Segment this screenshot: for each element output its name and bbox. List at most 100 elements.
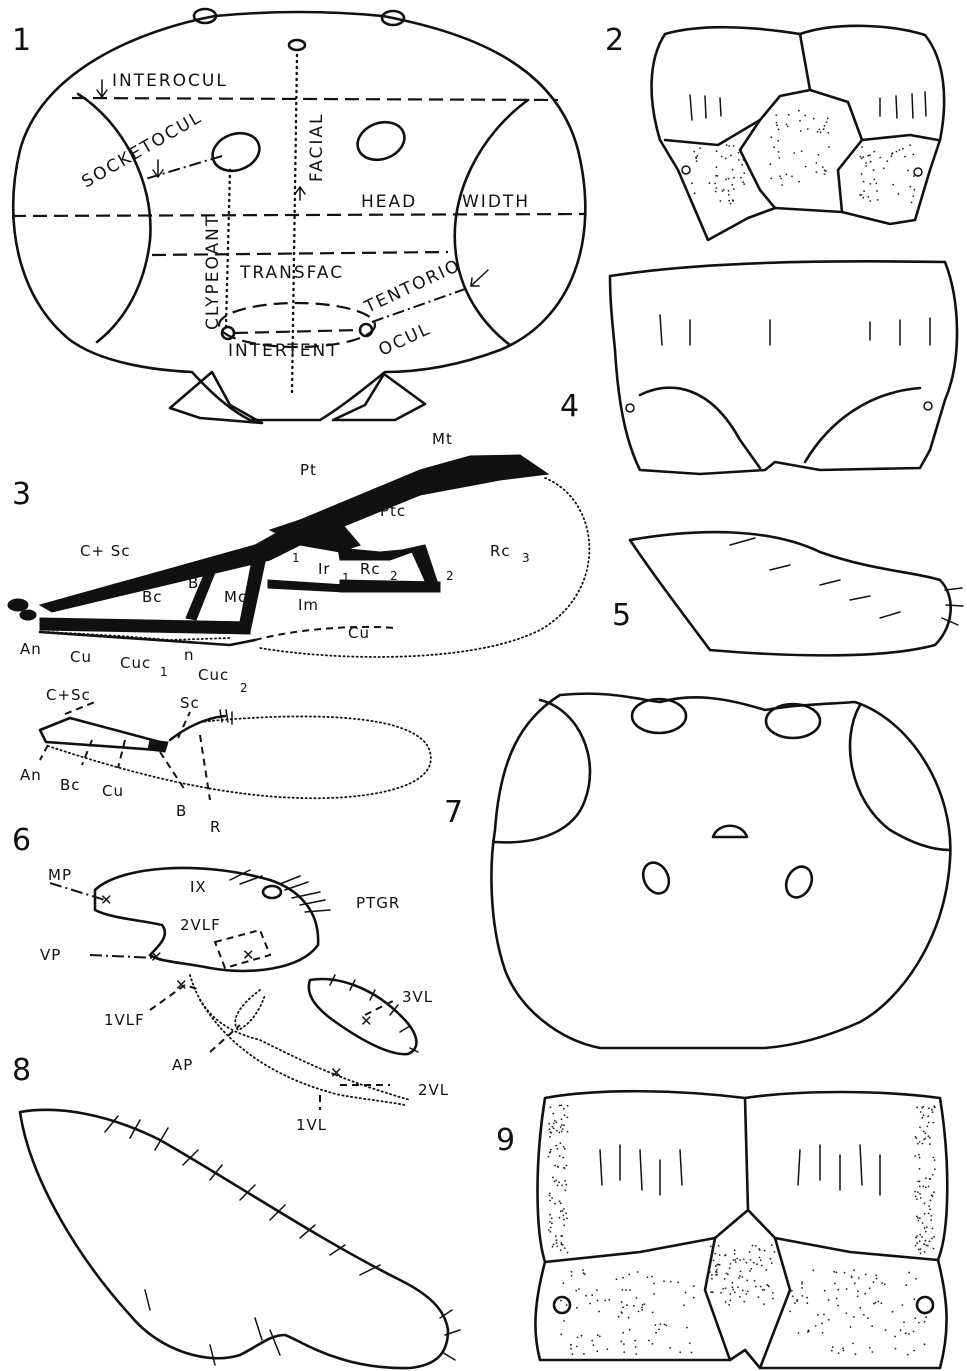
stipple-dot <box>725 178 727 180</box>
stipple-dot <box>914 1191 916 1193</box>
wing-base-sclerite-2 <box>20 610 36 620</box>
stipple-dot <box>865 1274 867 1276</box>
stipple-dot <box>712 1291 714 1293</box>
stipple-dot <box>622 1332 624 1334</box>
stipple-dot <box>919 1186 921 1188</box>
stipple-dot <box>734 1253 736 1255</box>
stipple-dot <box>898 193 900 195</box>
stipple-dot <box>837 1305 839 1307</box>
stipple-dot <box>914 1155 916 1157</box>
stipple-dot <box>923 1106 925 1108</box>
stipple-dot <box>555 1145 557 1147</box>
stipple-dot <box>740 177 742 179</box>
stipple-dot <box>825 170 827 172</box>
hindwing-r-line <box>200 735 210 800</box>
label-head: HEAD <box>361 192 417 212</box>
right-plate-suture <box>810 90 938 140</box>
stipple-dot <box>758 1296 760 1298</box>
stipple-dot <box>931 1109 933 1111</box>
f6-label-2vlf: 2VLF <box>180 916 221 934</box>
stipple-dot <box>585 1295 587 1297</box>
figure-2-right-spiracle <box>914 168 922 176</box>
label-cuc2: Cuc <box>198 666 229 684</box>
label-cu: Cu <box>70 648 92 666</box>
stipple-dot <box>880 1302 882 1304</box>
stipple-dot <box>575 1290 577 1292</box>
stipple-dot <box>739 1275 741 1277</box>
stipple-dot <box>728 178 730 180</box>
stipple-dot <box>823 1314 825 1316</box>
stipple-dot <box>872 1351 874 1353</box>
stipple-dot <box>557 1148 559 1150</box>
f6-label-ptgr: PTGR <box>356 894 400 912</box>
stipple-dot <box>743 1258 745 1260</box>
stipple-dot <box>720 1292 722 1294</box>
stipple-dot <box>711 1274 713 1276</box>
cubital-vein <box>40 618 250 634</box>
stipple-dot <box>835 1271 837 1273</box>
median-ocellus <box>289 40 305 50</box>
stipple-dot <box>816 171 818 173</box>
stipple-dot <box>647 1276 649 1278</box>
socketocular-line <box>142 156 222 180</box>
stipple-dot <box>796 1299 798 1301</box>
stipple-dot <box>934 1106 936 1108</box>
f6-label-mp: MP <box>48 866 72 884</box>
stipple-dot <box>870 161 872 163</box>
label-clypeoant: CLYPEOANT <box>203 214 223 330</box>
stipple-dot <box>714 1253 716 1255</box>
stipple-dot <box>931 1237 933 1239</box>
hindwing-diagram: C+Sc Sc An Bc Cu B R <box>20 686 431 836</box>
stipple-dot <box>553 1128 555 1130</box>
stipple-dot <box>721 156 723 158</box>
stipple-dot <box>722 1288 724 1290</box>
stipple-dot <box>815 1325 817 1327</box>
stipple-dot <box>571 1271 573 1273</box>
stipple-dot <box>560 1210 562 1212</box>
stipple-dot <box>563 1108 565 1110</box>
stipple-dot <box>689 1342 691 1344</box>
stipple-dot <box>855 1353 857 1355</box>
stipple-dot <box>756 1263 758 1265</box>
stipple-dot <box>928 1135 930 1137</box>
stipple-dot <box>653 1283 655 1285</box>
stipple-dot <box>625 1289 627 1291</box>
stipple-dot <box>823 128 825 130</box>
stipple-dot <box>873 151 875 153</box>
stipple-dot <box>604 1300 606 1302</box>
figure-7-head-outline: 7 <box>444 694 950 1048</box>
stipple-dot <box>593 1344 595 1346</box>
stipple-dot <box>581 1335 583 1337</box>
transfacial-line <box>152 252 448 255</box>
stipple-dot <box>648 1340 650 1342</box>
stipple-dot <box>920 1248 922 1250</box>
clypeoantennal-line <box>226 170 230 326</box>
stipple-dot <box>916 1107 918 1109</box>
stipple-dot <box>741 164 743 166</box>
stipple-dot <box>565 1212 567 1214</box>
stipple-dot <box>759 1249 761 1251</box>
left-antennal-socket <box>207 127 264 177</box>
stipple-dot <box>564 1180 566 1182</box>
stipple-dot <box>883 167 885 169</box>
stipple-dot <box>870 183 872 185</box>
stipple-dot <box>924 1132 926 1134</box>
figure-1-head-diagram: 1 INTEROCUL SOCKETOCUL <box>12 9 585 423</box>
stipple-dot <box>922 1222 924 1224</box>
stipple-dot <box>919 1126 921 1128</box>
stipple-dot <box>876 190 878 192</box>
stipple-dot <box>750 1268 752 1270</box>
stipple-dot <box>621 1340 623 1342</box>
stipple-dot <box>924 1251 926 1253</box>
stipple-dot <box>655 1332 657 1334</box>
stipple-dot <box>820 131 822 133</box>
stipple-dot <box>813 118 815 120</box>
stipple-dot <box>734 1259 736 1261</box>
label-im: Im <box>298 596 319 614</box>
figure-2-outline <box>652 26 945 240</box>
stipple-dot <box>928 1205 930 1207</box>
stipple-dot <box>794 1302 796 1304</box>
stipple-dot <box>742 159 744 161</box>
stipple-dot <box>634 1340 636 1342</box>
label-ir1-sub: 1 <box>342 571 350 585</box>
